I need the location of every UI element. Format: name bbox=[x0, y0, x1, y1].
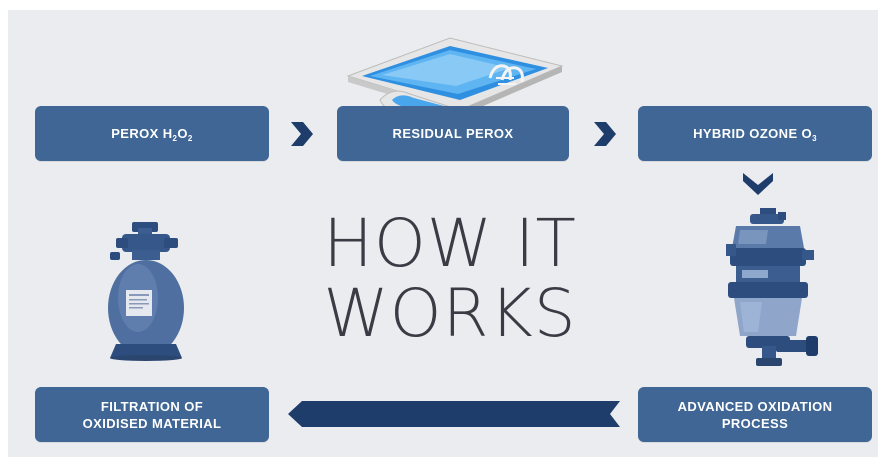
step-filtration-label: FILTRATION OF OXIDISED MATERIAL bbox=[82, 398, 222, 431]
chevron-right-icon bbox=[594, 122, 616, 146]
step-filtration-box: FILTRATION OF OXIDISED MATERIAL bbox=[35, 387, 269, 442]
chevron-down-icon bbox=[743, 173, 773, 195]
step-advanced-box: ADVANCED OXIDATION PROCESS bbox=[638, 387, 872, 442]
step-perox-label: PEROX H2O2 bbox=[111, 126, 193, 143]
ozone-generator-image bbox=[726, 208, 818, 366]
step-advanced-label: ADVANCED OXIDATION PROCESS bbox=[677, 398, 833, 431]
chevron-right-icon bbox=[291, 122, 313, 146]
title-line-2: WORKS bbox=[323, 275, 577, 352]
step-ozone-label: HYBRID OZONE O3 bbox=[693, 126, 817, 143]
sand-filter-tank-image bbox=[108, 222, 184, 361]
step-residual-label: RESIDUAL PEROX bbox=[392, 126, 514, 141]
step-residual-box: RESIDUAL PEROX bbox=[337, 106, 569, 161]
arrow-left-bar bbox=[288, 401, 620, 427]
title-line-1: HOW IT bbox=[323, 205, 577, 282]
step-perox-box: PEROX H2O2 bbox=[35, 106, 269, 161]
step-ozone-box: HYBRID OZONE O3 bbox=[638, 106, 872, 161]
